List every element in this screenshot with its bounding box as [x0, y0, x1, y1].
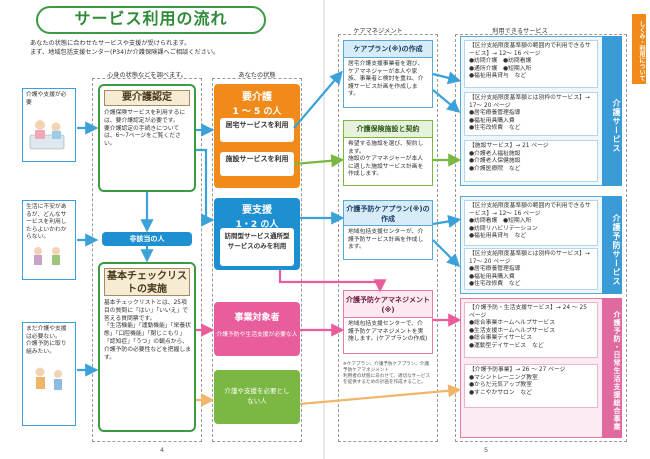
checklist-body: 基本チェックリストとは、25項目の質問に「はい」「いいえ」で答える質問票です。 … [104, 300, 191, 361]
arrow-nintei-youshien [196, 148, 215, 227]
jigyo-block: 事業対象者 介護予防や生活支援が必要な人 [214, 302, 300, 356]
jigyo-title: 事業対象者 [234, 313, 280, 323]
higaitou-label: 非該当の人 [102, 232, 192, 246]
person-prevention-text: まだ介護や支援は必要ない。 介護予防に取り組みたい。 [26, 326, 67, 355]
nintei-title: 要介護認定 [104, 90, 190, 106]
state-column-frame [212, 78, 302, 442]
intro-line-2: まず、地域包括支援センター(P34)か介護保険課へご相談ください。 [30, 48, 220, 56]
survey-column-frame [92, 78, 202, 442]
page-title: サービス利用の流れ [74, 9, 228, 28]
arrow-careplan-kaigo-a [432, 71, 462, 85]
unneeded-block: 介護や支援を必要としない人 [214, 370, 300, 424]
page-number-left: 4 [160, 446, 165, 454]
svc-kaigo-b: 【区分支給限度基準額とは別枠のサービス】→ 17～ 20 ページ ●居宅療養管理… [464, 92, 598, 136]
nintei-body: 介護保険サービスを利用するには、要介護認定が必要です。 要介護認定の手続きについ… [104, 110, 186, 148]
nurse-illustration-icon [29, 120, 65, 150]
page-fold [323, 0, 325, 459]
svc-yobo-b-items: ●居宅療養管理指導 ●福祉用具購入費 ●住宅改修費 など [469, 266, 521, 288]
svc-yobo-a: 【区分支給限度基準額の範囲内で利用できるサービス】→ 12～ 16 ページ ●訪… [464, 200, 598, 246]
services-column-frame [455, 34, 627, 442]
svc-sogo-a-title: 【介護予防・生活支援サービス】→ 24 ～ 25 ページ [469, 305, 587, 319]
jigyo-sub: 介護予防や生活支援が必要な人 [216, 332, 298, 338]
section-tab[interactable]: しくみ・利用について [632, 14, 646, 84]
header-services: 利用できるサービス [492, 28, 548, 35]
svc-kaigo-c-items: ●介護老人福祉施設 ●介護老人保健施設 ●介護医療院 など [469, 150, 521, 172]
svc-kaigo-a-title: 【区分支給限度基準額の範囲内で利用できるサービス】→ 12～ 16 ページ [469, 43, 591, 57]
care-column-frame [338, 34, 438, 442]
elderly-illustration-icon [34, 246, 60, 265]
exercise-illustration-icon [35, 367, 62, 391]
header-care: ケアマネジメント [353, 28, 403, 35]
arrow-unneeded-sogo-b [299, 384, 462, 406]
svc-sogo-label: 介護予防・日常生活支援総合事業 [602, 298, 622, 438]
header-state: あなたの状態 [238, 72, 276, 79]
svc-yobo-label: 介護予防サービス [602, 196, 622, 294]
svc-kaigo-b-items: ●居宅療養管理指導 ●福祉用具購入費 ●住宅改修費 など [469, 110, 521, 132]
svc-sogo-b: 【介護予防事業】→ 26 ～ 27 ページ ●マシントレーニング教室 ●からだ元… [464, 364, 598, 408]
facility-body: 希望する施設を選び、契約します。 施設のケアマネジャーが本人に適した施設サービス… [343, 138, 433, 186]
footnote: ※ケアプラン、介護予防ケアプラン、介護予防ケアマネジメント 利用者の状態にあわせ… [343, 362, 431, 385]
svc-kaigo-label: 介護サービス [602, 36, 622, 186]
youshien-title: 要支援 [242, 205, 272, 216]
careplan-body: 居宅介護支援事業者を選び、ケアマネジャーが本人や家族、事業者と検討を重ね、介護サ… [343, 58, 433, 108]
careplan-title: ケアプラン(※)の作成 [343, 40, 433, 58]
header-survey: 心身の状態などを調べます。 [107, 72, 187, 79]
arrow-careplan-kaigo-b [432, 89, 461, 113]
page-number-right: 5 [484, 446, 489, 454]
facility-title: 介護保険施設と契約 [343, 120, 433, 138]
youshien-sub: 1・2 の人 [235, 220, 279, 230]
intro-line-1: あなたの状態に合わせたサービスや支援が受けられます。 [30, 40, 191, 47]
svc-yobo-a-items: ●訪問看護 ●短期入所 ●訪問リハビリテーション ●福祉用具貸与 など [469, 218, 538, 240]
arrow-yoboplan-yobo-b [432, 239, 461, 268]
person-needs-care-text: 介護や支援が必要 [26, 92, 67, 106]
svc-sogo-b-items: ●マシントレーニング教室 ●からだ元気アップ教室 ●すこやかサロン など [469, 374, 538, 396]
youkaigo-sub: 1 ～ 5 の人 [232, 107, 282, 117]
youkaigo-title: 要介護 [242, 92, 272, 103]
title-frame [36, 6, 266, 34]
svc-kaigo-c-title: 【施設サービス】→ 21 ページ [469, 143, 549, 149]
yobo-mgmt-title: 介護予防ケアマネジメント(※) [343, 290, 433, 318]
houmon-tsusho-button: 訪問型サービス通所型サービスのみを利用 [220, 228, 294, 266]
svc-kaigo-b-title: 【区分支給限度基準額とは別枠のサービス】→ 17～ 20 ページ [469, 95, 590, 109]
svc-sogo-b-title: 【介護予防事業】→ 26 ～ 27 ページ [469, 367, 566, 373]
person-needs-care: 介護や支援が必要 [22, 88, 76, 162]
person-prevention: まだ介護や支援は必要ない。 介護予防に取り組みたい。 [22, 322, 76, 426]
arrow-shisetsu-facility [293, 154, 345, 168]
shisetsu-button: 施設サービスを利用 [220, 152, 294, 176]
svc-yobo-b-title: 【区分支給限度基準額とは別枠のサービス】→ 17～ 20 ページ [469, 251, 590, 265]
checklist-title: 基本チェックリストの実施 [104, 268, 190, 296]
svc-sogo-a-items: ●総合事業ホームヘルプサービス ●生活支援ホームヘルプサービス ●総合事業デイサ… [469, 320, 556, 349]
person-anxious: 生活に不安があるが、どんなサービスを利用したらよいかわからない。 [22, 200, 76, 280]
arrow-yoboplan-yobo-a [432, 214, 462, 228]
arrow-youshien-mgmt [278, 270, 387, 293]
svc-yobo-a-title: 【区分支給限度基準額の範囲内で利用できるサービス】→ 12～ 16 ページ [469, 203, 591, 217]
intro-text: あなたの状態に合わせたサービスや支援が受けられます。 まず、地域包括支援センター… [30, 40, 320, 58]
svc-yobo-b: 【区分支給限度基準額とは別枠のサービス】→ 17～ 20 ページ ●居宅療養管理… [464, 248, 598, 290]
svc-sogo-a: 【介護予防・生活支援サービス】→ 24 ～ 25 ページ ●総合事業ホームヘルプ… [464, 302, 598, 358]
kyotaku-button: 居宅サービスを利用 [220, 118, 294, 142]
svc-kaigo-a: 【区分支給限度基準額の範囲内で利用できるサービス】→ 12～ 16 ページ ●訪… [464, 40, 598, 88]
yobo-plan-title: 介護予防ケアプラン(※)の作成 [343, 200, 433, 226]
person-anxious-text: 生活に不安があるが、どんなサービスを利用したらよいかわからない。 [26, 204, 67, 241]
svc-kaigo-c: 【施設サービス】→ 21 ページ ●介護老人福祉施設 ●介護老人保健施設 ●介護… [464, 140, 598, 182]
yobo-mgmt-body: 地域包括支援センターで、介護予防ケアマネジメントを実施します。(ケアプランの作成… [343, 318, 433, 354]
svc-kaigo-a-items: ●訪問介護 ●訪問看護 ●通所介護 ●短期入所 ●福祉用具貸与 など [469, 58, 532, 80]
yobo-plan-body: 地域包括支援センターが、介護予防サービス計画を作成します。 [343, 226, 433, 260]
arrow-kyotaku-careplan [293, 70, 343, 129]
